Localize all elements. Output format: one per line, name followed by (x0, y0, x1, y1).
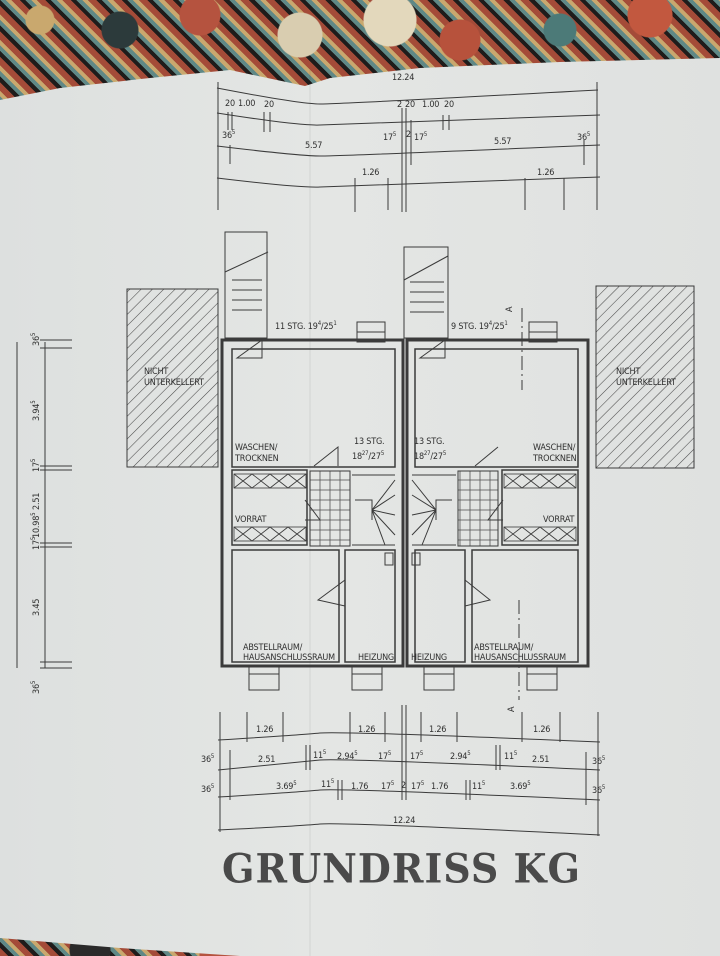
label-vorrat-right: VORRAT (543, 515, 575, 525)
dim-bottom-row2-3: 2.945 (337, 750, 358, 762)
dim-top-row2-right-c: 1.00 (422, 100, 440, 110)
dim-bottom-row2-0: 365 (201, 753, 215, 765)
dim-top-row2-left-a: 20 (225, 99, 235, 109)
dim-bottom-row1-2: 1.26 (429, 725, 447, 735)
label-inner-stair-dims-right: 1827/275 (414, 450, 447, 462)
label-hausanschluss-right: HAUSANSCHLUSSRAUM (474, 653, 566, 663)
dim-top-row3-mid-c: 175 (414, 131, 428, 143)
dim-bottom-row3-4: 175 (381, 780, 395, 792)
dim-left-seg-5: 3.45 (32, 598, 42, 616)
label-inner-stair-count-right: 13 STG. (414, 437, 445, 447)
label-abstellraum-left: ABSTELLRAUM/ (243, 643, 303, 653)
label-abstellraum-right: ABSTELLRAUM/ (474, 643, 534, 653)
dim-top-row3-right-b: 5.57 (494, 137, 512, 147)
dim-top-row3-left-b: 5.57 (305, 141, 323, 151)
dim-left-seg-6: 365 (30, 680, 42, 694)
label-outer-stair-right: 9 STG. 194/251 (451, 320, 508, 332)
dim-left-seg-4: 175 (30, 536, 42, 550)
dim-top-row3-mid-a: 175 (383, 131, 397, 143)
dim-bottom-row3-1: 3.695 (276, 780, 297, 792)
label-waschen-right: WASCHEN/ (533, 443, 576, 453)
dim-left-overall: 10.985 (30, 512, 42, 538)
label-trocknen-right: TROCKNEN (533, 454, 577, 464)
dim-bottom-row2-8: 2.51 (532, 755, 550, 765)
dim-bottom-row3-0: 365 (201, 783, 215, 795)
dim-bottom-row2-1: 2.51 (258, 755, 276, 765)
label-hausanschluss-left: HAUSANSCHLUSSRAUM (243, 653, 335, 663)
dim-bottom-row2-4: 175 (378, 750, 392, 762)
dim-left-seg-1: 3.945 (30, 400, 42, 421)
label-inner-stair-count-left: 13 STG. (354, 437, 385, 447)
dim-bottom-row2-5: 175 (410, 750, 424, 762)
dim-bottom-row3-7: 1.76 (431, 782, 449, 792)
dim-top-row3-right-a: 365 (577, 131, 591, 143)
section-marker-top: A (505, 306, 515, 312)
label-vorrat-left: VORRAT (235, 515, 267, 525)
dim-top-row2-left-c: 20 (264, 100, 274, 110)
dim-top-row2-right-b: 20 (405, 100, 415, 110)
label-unterkellert-right: UNTERKELLERT (616, 378, 676, 388)
label-waschen-left: WASCHEN/ (235, 443, 278, 453)
dim-left-seg-0: 365 (30, 332, 42, 346)
dim-top-row4-right: 1.26 (537, 168, 555, 178)
dim-bottom-row3-10: 365 (592, 784, 606, 796)
dim-bottom-row3-6: 175 (411, 780, 425, 792)
dim-bottom-row3-9: 3.695 (510, 780, 531, 792)
dim-left-seg-2: 175 (30, 458, 42, 472)
dim-bottom-row2-7: 115 (504, 750, 518, 762)
dim-top-row4-left: 1.26 (362, 168, 380, 178)
dim-bottom-row3-8: 115 (472, 780, 486, 792)
label-unterkellert-left: UNTERKELLERT (144, 378, 204, 388)
label-inner-stair-dims-left: 1827/275 (352, 450, 385, 462)
dim-bottom-row1-0: 1.26 (256, 725, 274, 735)
label-heizung-right: HEIZUNG (411, 653, 447, 663)
dim-bottom-row1-1: 1.26 (358, 725, 376, 735)
label-heizung-left: HEIZUNG (358, 653, 394, 663)
dim-top-row2-right-a: 2 (397, 100, 402, 110)
dim-bottom-row3-3: 1.76 (351, 782, 369, 792)
dim-left-seg-3: 2.51 (32, 492, 42, 510)
dim-bottom-row2-9: 365 (592, 755, 606, 767)
dim-top-overall: 12.24 (392, 73, 415, 83)
label-nicht-right: NICHT (616, 367, 641, 377)
label-trocknen-left: TROCKNEN (235, 454, 279, 464)
dim-bottom-overall: 12.24 (393, 816, 416, 826)
dim-bottom-row1-3: 1.26 (533, 725, 551, 735)
label-outer-stair-left: 11 STG. 194/251 (275, 320, 337, 332)
dim-top-row3-mid-b: 2 (406, 130, 411, 140)
label-nicht-left: NICHT (144, 367, 169, 377)
dim-top-row3-left-a: 365 (222, 129, 236, 141)
dim-bottom-row2-6: 2.945 (450, 750, 471, 762)
dim-bottom-row3-2: 115 (321, 778, 335, 790)
section-marker-bottom: A (507, 706, 517, 712)
dim-top-row2-right-d: 20 (444, 100, 454, 110)
dim-bottom-row3-5: 2 (401, 781, 406, 791)
dim-bottom-row2-2: 115 (313, 749, 327, 761)
dim-top-row2-left-b: 1.00 (238, 99, 256, 109)
page-title: GRUNDRISS KG (222, 844, 581, 893)
